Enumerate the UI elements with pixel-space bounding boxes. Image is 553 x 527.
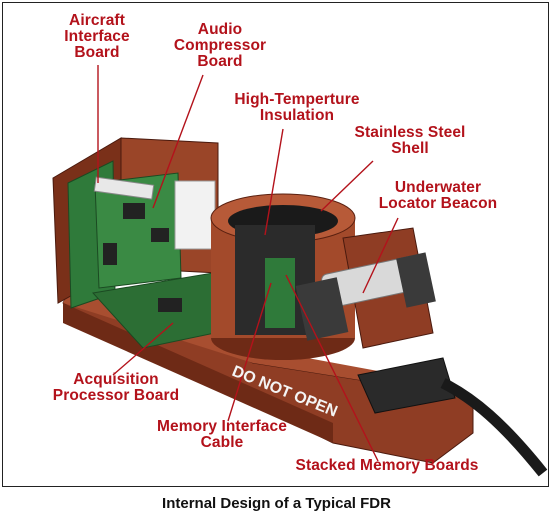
chip-2 (151, 228, 169, 242)
callout-audio-compressor (152, 74, 204, 209)
label-memory-interface-cable: Memory Interface Cable (157, 418, 287, 451)
diagram-frame: DO NOT OPEN Aircraft Interface Board Aud… (2, 2, 549, 487)
callout-acquisition (112, 322, 174, 376)
callout-memory-cable (227, 282, 272, 422)
stacked-memory-boards-shape (265, 258, 295, 328)
callout-lines (97, 65, 399, 462)
rear-connector (357, 357, 456, 414)
callout-stacked-memory (285, 274, 379, 462)
ribbon-connector (93, 176, 155, 200)
warning-strip (63, 303, 333, 443)
power-cable (440, 378, 548, 477)
chip-1 (123, 203, 145, 219)
label-high-temperature-insulation: High-Temperture Insulation (234, 91, 360, 124)
label-underwater-locator-beacon: Underwater Locator Beacon (378, 179, 498, 212)
label-acquisition-processor-board: Acquisition Processor Board (52, 371, 180, 404)
label-stainless-steel-shell: Stainless Steel Shell (354, 124, 466, 157)
label-aircraft-interface-board: Aircraft Interface Board (64, 12, 130, 61)
callout-beacon (362, 217, 399, 294)
fdr-illustration: DO NOT OPEN (52, 65, 548, 477)
beacon-clamp-right (396, 252, 436, 308)
chip-3 (103, 243, 117, 265)
beacon-clamp-left (295, 277, 349, 341)
label-stacked-memory-boards: Stacked Memory Boards (295, 457, 479, 474)
label-audio-compressor-board: Audio Compressor Board (173, 21, 267, 70)
callout-high-temp (264, 128, 284, 236)
chip-4 (158, 298, 182, 312)
figure-caption: Internal Design of a Typical FDR (162, 495, 391, 512)
id-sticker (174, 180, 216, 250)
callout-steel-shell (320, 160, 374, 212)
